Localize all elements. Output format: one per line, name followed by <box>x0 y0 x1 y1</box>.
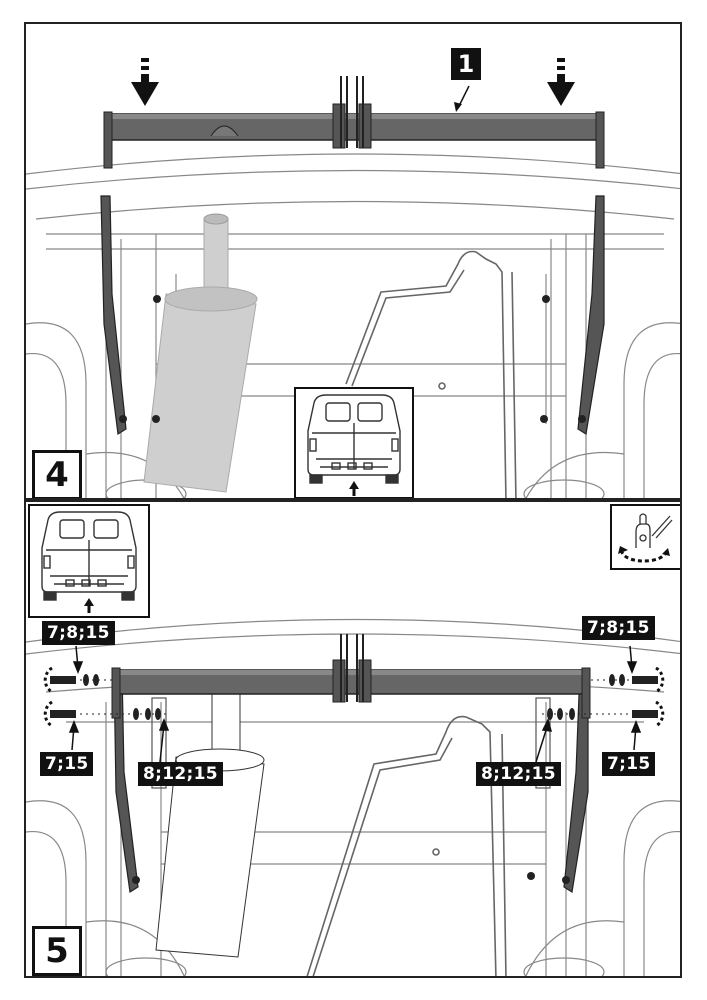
fastener-label-left-lower: 7;15 <box>40 752 94 776</box>
vehicle-rear-view-icon <box>41 511 137 613</box>
step-number: 4 <box>32 450 82 498</box>
right-fasteners <box>542 666 665 728</box>
vehicle-rear-view-icon <box>307 394 401 496</box>
tow-bar-crossmember <box>111 634 591 719</box>
part-number-tag: 1 <box>451 48 481 80</box>
step-4-panel: 1 4 <box>24 22 682 500</box>
step-number: 5 <box>32 926 82 976</box>
dashed-down-arrow-icon <box>547 58 575 106</box>
vehicle-rear-inset <box>294 387 414 498</box>
fastener-label-right-upper: 7;8;15 <box>582 616 655 640</box>
fastener-label-right-lower: 7;15 <box>602 752 656 776</box>
vehicle-rear-inset <box>28 504 150 618</box>
torque-wrench-icon <box>618 513 673 563</box>
fastener-label-left-inner: 8;12;15 <box>138 762 223 786</box>
torque-tool-inset <box>610 504 680 570</box>
dashed-down-arrow-icon <box>131 58 159 106</box>
left-fasteners <box>43 666 166 728</box>
step-5-illustration <box>26 618 680 976</box>
step-5-panel: 7;8;15 7;15 8;12;15 7;8;15 7;15 8;12;15 … <box>24 500 682 978</box>
muffler-shape <box>143 213 258 493</box>
fastener-label-left-upper: 7;8;15 <box>42 621 115 645</box>
tow-bar-crossmember <box>103 76 605 169</box>
fastener-label-right-inner: 8;12;15 <box>476 762 561 786</box>
